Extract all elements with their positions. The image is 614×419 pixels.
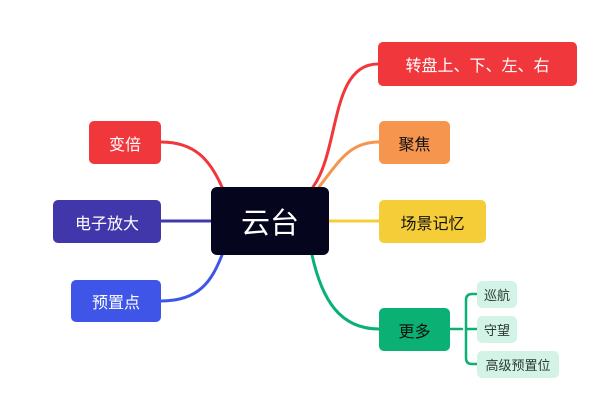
node-preset-point[interactable]: 预置点 xyxy=(71,280,161,322)
node-watch[interactable]: 守望 xyxy=(477,316,517,343)
node-turntable-directions[interactable]: 转盘上、下、左、右 xyxy=(378,42,577,86)
node-advanced-preset[interactable]: 高级预置位 xyxy=(477,351,559,378)
node-focus[interactable]: 聚焦 xyxy=(379,121,450,164)
connector-zoom xyxy=(159,140,224,189)
node-digital-zoom[interactable]: 电子放大 xyxy=(53,200,161,243)
node-scene-memory[interactable]: 场景记忆 xyxy=(379,200,486,243)
connector-focus xyxy=(317,140,381,189)
node-zoom[interactable]: 变倍 xyxy=(89,121,161,164)
root-node[interactable]: 云台 xyxy=(211,187,329,255)
connector-more xyxy=(310,253,381,331)
connector-preset xyxy=(159,253,224,303)
node-cruise[interactable]: 巡航 xyxy=(477,281,517,308)
connector-turntable xyxy=(311,62,380,189)
node-more[interactable]: 更多 xyxy=(379,308,450,351)
connector-more-children xyxy=(448,292,479,366)
